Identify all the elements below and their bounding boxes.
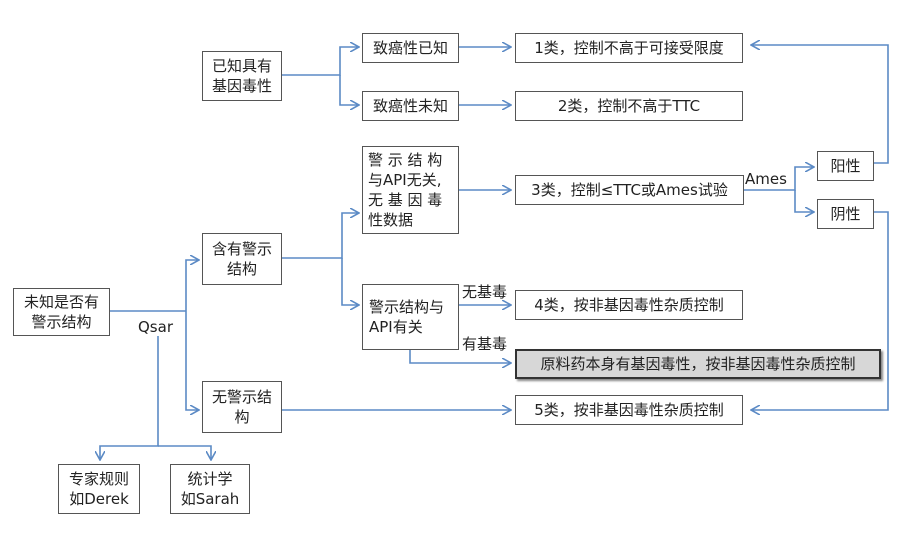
connector-ames-negative <box>794 190 813 212</box>
api-genotoxic-node: 原料药本身有基因毒性，按非基因毒性杂质控制 <box>515 349 881 379</box>
connector-ames-positive <box>744 167 813 191</box>
ames-label: Ames <box>745 170 787 188</box>
alert-unrelated-node: 警 示 结 构 与API无关, 无 基 因 毒 性数据 <box>362 146 459 234</box>
connector-known-to-carc-unknown <box>339 75 358 105</box>
connector-positive-to-class1 <box>752 45 889 164</box>
qsar-label: Qsar <box>136 318 175 336</box>
class5-node: 5类，按非基因毒性杂质控制 <box>515 395 743 425</box>
connector-has-alert-branch <box>282 213 358 259</box>
connector-qsar-to-has-alert <box>185 260 198 311</box>
alert-related-node: 警示结构与 API有关 <box>362 284 459 350</box>
known-genotoxic-node: 已知具有 基因毒性 <box>202 51 282 101</box>
connector-negative-to-class5 <box>752 211 889 410</box>
connector-qsar-to-no-alert <box>185 311 198 410</box>
statistics-node: 统计学 如Sarah <box>170 464 250 514</box>
no-alert-node: 无警示结 构 <box>202 381 282 433</box>
class4-node: 4类，按非基因毒性杂质控制 <box>515 290 743 320</box>
negative-node: 阴性 <box>817 199 874 229</box>
carc-unknown-node: 致癌性未知 <box>362 91 459 121</box>
class3-node: 3类，控制≤TTC或Ames试验 <box>515 175 744 205</box>
connector-qsar-down <box>100 324 159 459</box>
class1-node: 1类，控制不高于可接受限度 <box>515 33 743 63</box>
connector-related-to-api-geno <box>409 350 510 363</box>
carc-known-node: 致癌性已知 <box>362 33 459 63</box>
connector-known-to-carc <box>282 47 358 76</box>
start-node: 未知是否有 警示结构 <box>13 288 110 336</box>
no-genotoxic-label: 无基毒 <box>462 283 508 301</box>
connector-has-alert-to-related <box>341 258 358 305</box>
positive-node: 阳性 <box>817 151 874 181</box>
has-alert-node: 含有警示 结构 <box>202 233 282 285</box>
expert-rules-node: 专家规则 如Derek <box>58 464 140 514</box>
has-genotoxic-label: 有基毒 <box>462 335 508 353</box>
class2-node: 2类，控制不高于TTC <box>515 91 743 121</box>
connector-qsar-to-stats <box>158 445 211 459</box>
